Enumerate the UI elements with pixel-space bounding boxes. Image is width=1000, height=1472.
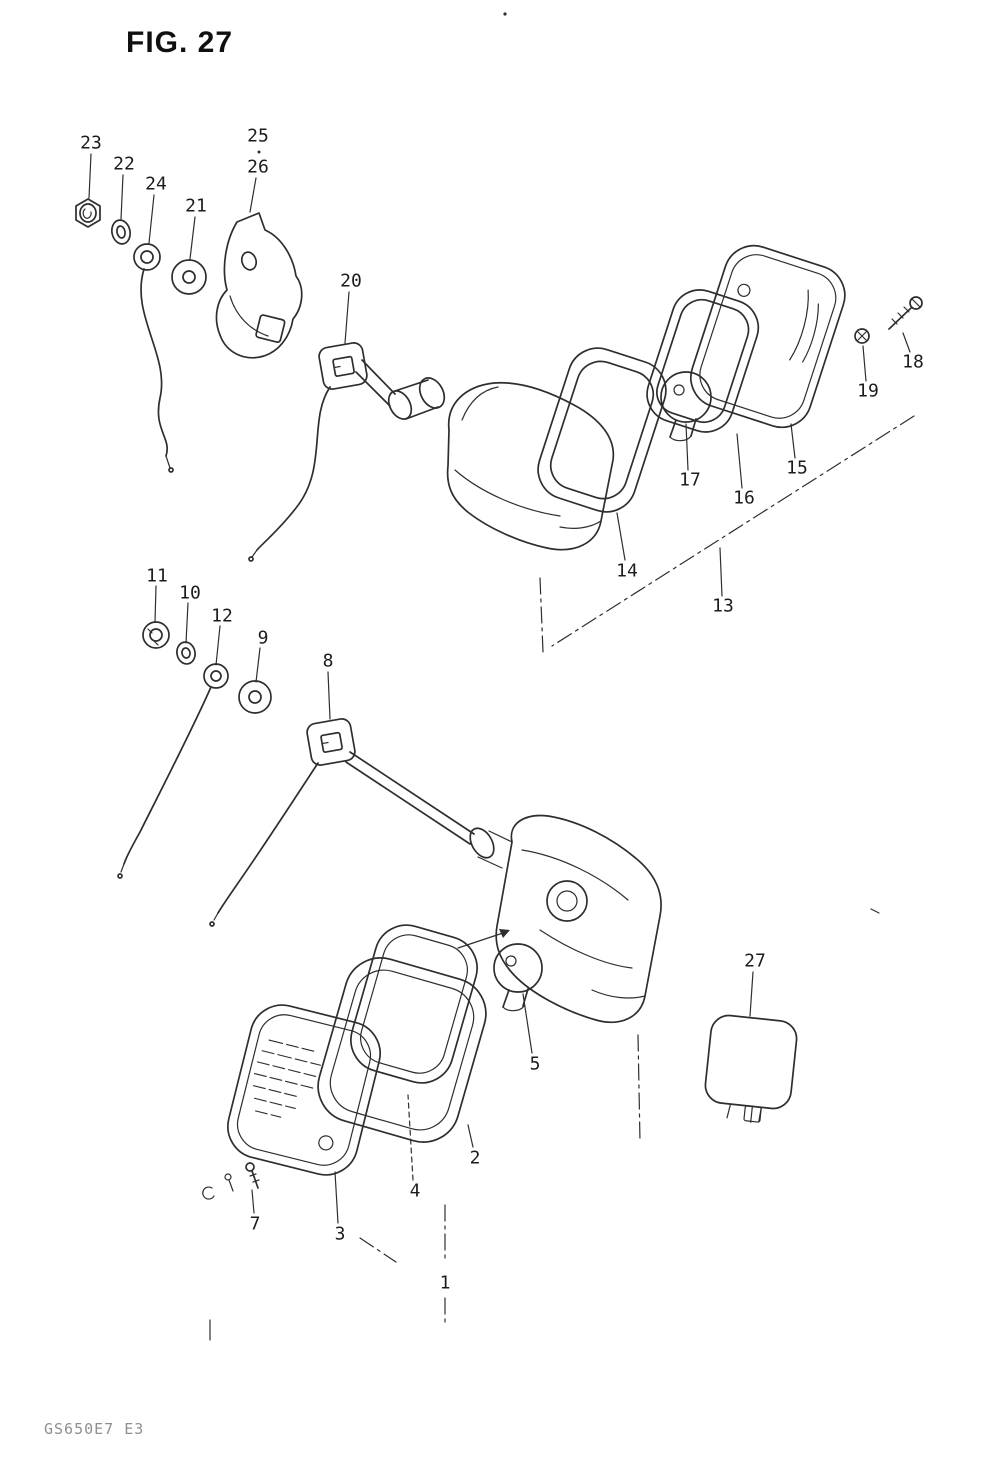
part-number-18: 18	[902, 352, 924, 373]
part-2-gasket	[317, 957, 487, 1143]
leader-line-12	[215, 625, 221, 666]
part-3-lens	[227, 1004, 381, 1176]
bulb-direction-arrow	[457, 929, 510, 949]
part-12-grommet-wire	[117, 663, 229, 879]
leader-line-4	[407, 1094, 414, 1181]
leader-line-14	[616, 512, 626, 561]
leader-line-7	[251, 1189, 255, 1214]
part-25-26-bracket	[215, 212, 303, 359]
part-7-screw	[245, 1162, 260, 1189]
part-number-17: 17	[679, 470, 701, 491]
lamp-stem-top	[355, 359, 446, 420]
leader-line-24	[148, 194, 155, 244]
leader-line-19	[862, 345, 867, 382]
part-number-22: 22	[113, 154, 135, 175]
part-number-4: 4	[410, 1181, 421, 1202]
part-number-21: 21	[185, 196, 207, 217]
part-20-damper	[248, 342, 368, 562]
part-number-25: 25	[247, 126, 269, 147]
leader-line-22	[120, 174, 124, 220]
part-number-16: 16	[733, 488, 755, 509]
leader-line-10	[185, 602, 189, 644]
part-number-10: 10	[179, 583, 201, 604]
part-number-5: 5	[530, 1054, 541, 1075]
part-number-2: 2	[470, 1148, 481, 1169]
part-number-23: 23	[80, 133, 102, 154]
part-8-damper	[209, 718, 356, 927]
leader-line-11	[154, 585, 157, 623]
lamp-stem-bottom	[345, 751, 513, 869]
leader-line-13	[719, 547, 723, 597]
part-number-14: 14	[616, 561, 638, 582]
lens-hatch-pattern	[252, 1039, 322, 1118]
part-14-gasket	[537, 347, 667, 513]
small-screw-icon	[224, 1173, 234, 1192]
part-23-nut	[75, 198, 101, 228]
part-22-washer	[110, 219, 132, 245]
footer-code: GS650E7 E3	[44, 1420, 145, 1438]
part-19-nut	[854, 328, 870, 344]
part-number-13: 13	[712, 596, 734, 617]
leader-line-3	[334, 1171, 339, 1224]
leader-line-27	[749, 971, 754, 1017]
part-18-screw	[888, 296, 923, 330]
leader-line-26	[249, 177, 257, 213]
leader-line-16	[736, 433, 743, 489]
part-number-27: 27	[744, 951, 766, 972]
part-10-washer	[176, 641, 196, 665]
figure-title: FIG. 27	[126, 26, 234, 59]
part-21-washer	[171, 259, 207, 295]
misc-marks	[209, 12, 880, 1341]
part-number-8: 8	[323, 651, 334, 672]
part-27-relay	[704, 1014, 798, 1123]
part-number-3: 3	[335, 1224, 346, 1245]
part-4-gasket	[350, 924, 478, 1084]
leader-line-17	[685, 423, 689, 471]
part-number-7: 7	[250, 1214, 261, 1235]
axis-line-top	[539, 415, 915, 653]
part-number-9: 9	[258, 628, 269, 649]
part-number-24: 24	[145, 174, 167, 195]
part-9-washer	[238, 680, 272, 714]
leader-line-18	[902, 332, 911, 353]
leader-line-9	[255, 647, 261, 683]
leader-line-20	[344, 291, 350, 344]
axis-line-bottom	[359, 1034, 641, 1326]
part-15-lens	[690, 244, 846, 429]
leader-line-5	[522, 993, 533, 1054]
lamp-body-top	[446, 381, 615, 551]
leader-line-21	[189, 216, 196, 260]
part-11-grommet	[142, 621, 170, 649]
small-clip-icon	[202, 1186, 215, 1200]
part-number-15: 15	[786, 458, 808, 479]
leader-line-8	[327, 671, 331, 720]
part-number-26: 26	[247, 157, 269, 178]
part-24-grommet-wire	[133, 243, 174, 473]
part-number-19: 19	[857, 381, 879, 402]
part-number-12: 12	[211, 606, 233, 627]
part-5-bulb	[493, 943, 543, 1012]
part-number-20: 20	[340, 271, 362, 292]
leader-line-15	[790, 423, 796, 459]
part-number-1: 1	[440, 1273, 451, 1294]
lamp-body-bottom	[495, 814, 662, 1024]
leader-line-23	[88, 153, 92, 199]
part-number-11: 11	[146, 566, 168, 587]
leader-line-2	[467, 1124, 474, 1148]
